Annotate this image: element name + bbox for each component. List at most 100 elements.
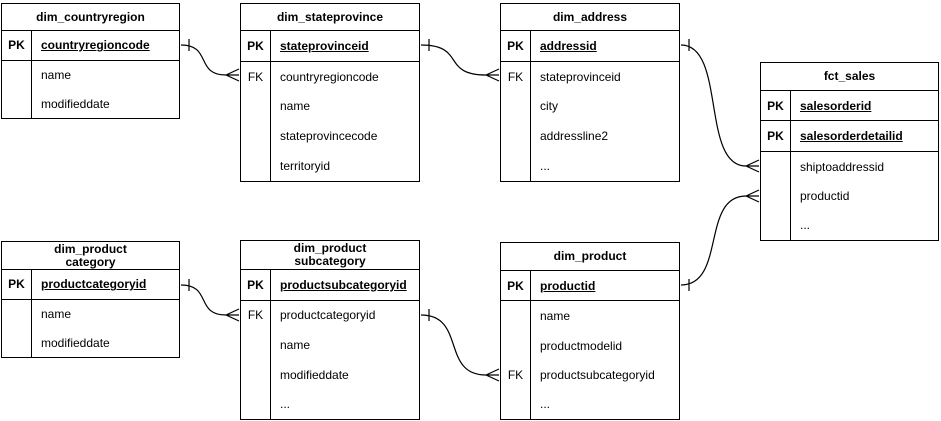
field-name: modifieddate xyxy=(280,367,349,382)
key-label xyxy=(2,299,32,329)
field-name: productsubcategoryid xyxy=(280,277,407,292)
field-name: name xyxy=(41,307,72,321)
table-rows: PK productid name productmodelid FK prod… xyxy=(501,271,679,420)
table-row: shiptoaddressid xyxy=(761,151,938,182)
field-name: productsubcategoryid xyxy=(540,367,655,382)
field-name: ... xyxy=(800,218,811,233)
key-label: PK xyxy=(241,31,271,61)
table-dim-stateprovince: dim_stateprovince PK stateprovinceid FK … xyxy=(240,3,420,182)
field-name: productid xyxy=(800,188,850,203)
table-dim-product-subcategory: dim_product subcategory PK productsubcat… xyxy=(240,240,420,420)
key-label xyxy=(241,330,271,360)
field-name: shiptoaddressid xyxy=(800,159,885,174)
field-name: name xyxy=(540,309,571,324)
key-label xyxy=(241,151,271,181)
field-name: productid xyxy=(540,278,596,293)
table-fct-sales: fct_sales PK salesorderid PK salesorderd… xyxy=(760,62,939,241)
field-name: ... xyxy=(540,159,551,174)
field-name: countryregioncode xyxy=(280,69,379,84)
relationship-product-fctsales xyxy=(680,189,760,291)
crows-foot-icon xyxy=(225,308,240,322)
relationship-countryregion-stateprovince xyxy=(180,39,240,82)
field-name: productcategoryid xyxy=(280,308,376,323)
relationship-address-fctsales xyxy=(680,39,760,173)
table-row: territoryid xyxy=(241,151,419,181)
table-row: PK salesorderid xyxy=(761,91,938,122)
field-name: ... xyxy=(280,397,291,412)
key-label xyxy=(241,91,271,122)
key-label: FK xyxy=(241,61,271,92)
field-name: ... xyxy=(540,397,551,412)
table-row: ... xyxy=(241,389,419,419)
key-label xyxy=(501,151,531,181)
table-rows: PK productcategoryid name modifieddate xyxy=(2,270,179,358)
field-name: addressid xyxy=(540,38,597,53)
key-label: PK xyxy=(501,271,531,301)
field-name: stateprovinceid xyxy=(540,69,621,84)
edge-curve xyxy=(680,44,747,167)
table-row: FK productcategoryid xyxy=(241,300,419,331)
table-row: PK addressid xyxy=(501,31,679,62)
relationship-productsubcategory-product xyxy=(420,309,500,382)
table-row: modifieddate xyxy=(2,328,179,358)
table-row: PK productsubcategoryid xyxy=(241,270,419,301)
field-name: addressline2 xyxy=(540,129,609,144)
table-row: PK productcategoryid xyxy=(2,270,179,300)
table-dim-product: dim_product PK productid name productmod… xyxy=(500,242,680,420)
edge-curve xyxy=(420,314,487,376)
table-rows: PK addressid FK stateprovinceid city add… xyxy=(501,31,679,181)
key-label xyxy=(2,328,32,358)
table-title: dim_countryregion xyxy=(2,4,179,31)
key-label xyxy=(501,330,531,361)
table-row: ... xyxy=(501,389,679,420)
table-row: PK stateprovinceid xyxy=(241,31,419,62)
field-name: city xyxy=(540,99,558,114)
table-row: ... xyxy=(501,151,679,181)
field-name: salesorderid xyxy=(800,98,872,113)
relationship-productcategory-productsubcategory xyxy=(180,279,240,322)
key-label xyxy=(501,91,531,122)
key-label: FK xyxy=(241,300,271,331)
table-rows: PK productsubcategoryid FK productcatego… xyxy=(241,270,419,419)
key-label: FK xyxy=(501,360,531,390)
key-label: FK xyxy=(501,61,531,92)
table-row: name xyxy=(2,299,179,329)
table-dim-product-category: dim_product category PK productcategoryi… xyxy=(1,241,180,358)
field-name: modifieddate xyxy=(41,96,110,111)
key-label xyxy=(241,389,271,419)
key-label xyxy=(761,181,791,211)
crows-foot-icon xyxy=(745,159,760,173)
field-name: salesorderdetailid xyxy=(800,129,903,144)
field-name: countryregioncode xyxy=(41,38,150,53)
key-label: PK xyxy=(761,121,791,151)
field-name: name xyxy=(280,337,311,352)
table-row: modifieddate xyxy=(241,359,419,390)
table-row: stateprovincecode xyxy=(241,121,419,152)
key-label xyxy=(761,151,791,182)
table-rows: PK countryregioncode name modifieddate xyxy=(2,31,179,119)
field-name: name xyxy=(41,68,72,82)
table-row: addressline2 xyxy=(501,121,679,152)
table-row: name xyxy=(241,330,419,360)
table-row: productmodelid xyxy=(501,330,679,361)
table-row: modifieddate xyxy=(2,89,179,119)
field-name: stateprovincecode xyxy=(280,129,378,144)
table-row: name xyxy=(241,91,419,122)
crows-foot-icon xyxy=(225,68,240,82)
key-label xyxy=(501,301,531,331)
key-label xyxy=(241,121,271,152)
key-label: PK xyxy=(2,31,32,60)
crows-foot-icon xyxy=(745,189,760,203)
key-label: PK xyxy=(501,31,531,61)
crows-foot-icon xyxy=(485,68,500,82)
table-row: PK salesorderdetailid xyxy=(761,121,938,152)
key-label xyxy=(501,389,531,420)
table-row: productid xyxy=(761,181,938,211)
table-dim-countryregion: dim_countryregion PK countryregioncode n… xyxy=(1,3,180,119)
field-name: modifieddate xyxy=(41,335,110,350)
table-row: PK productid xyxy=(501,271,679,302)
table-row: name xyxy=(501,301,679,331)
relationship-stateprovince-address xyxy=(420,39,500,82)
table-title: dim_product xyxy=(501,243,679,271)
